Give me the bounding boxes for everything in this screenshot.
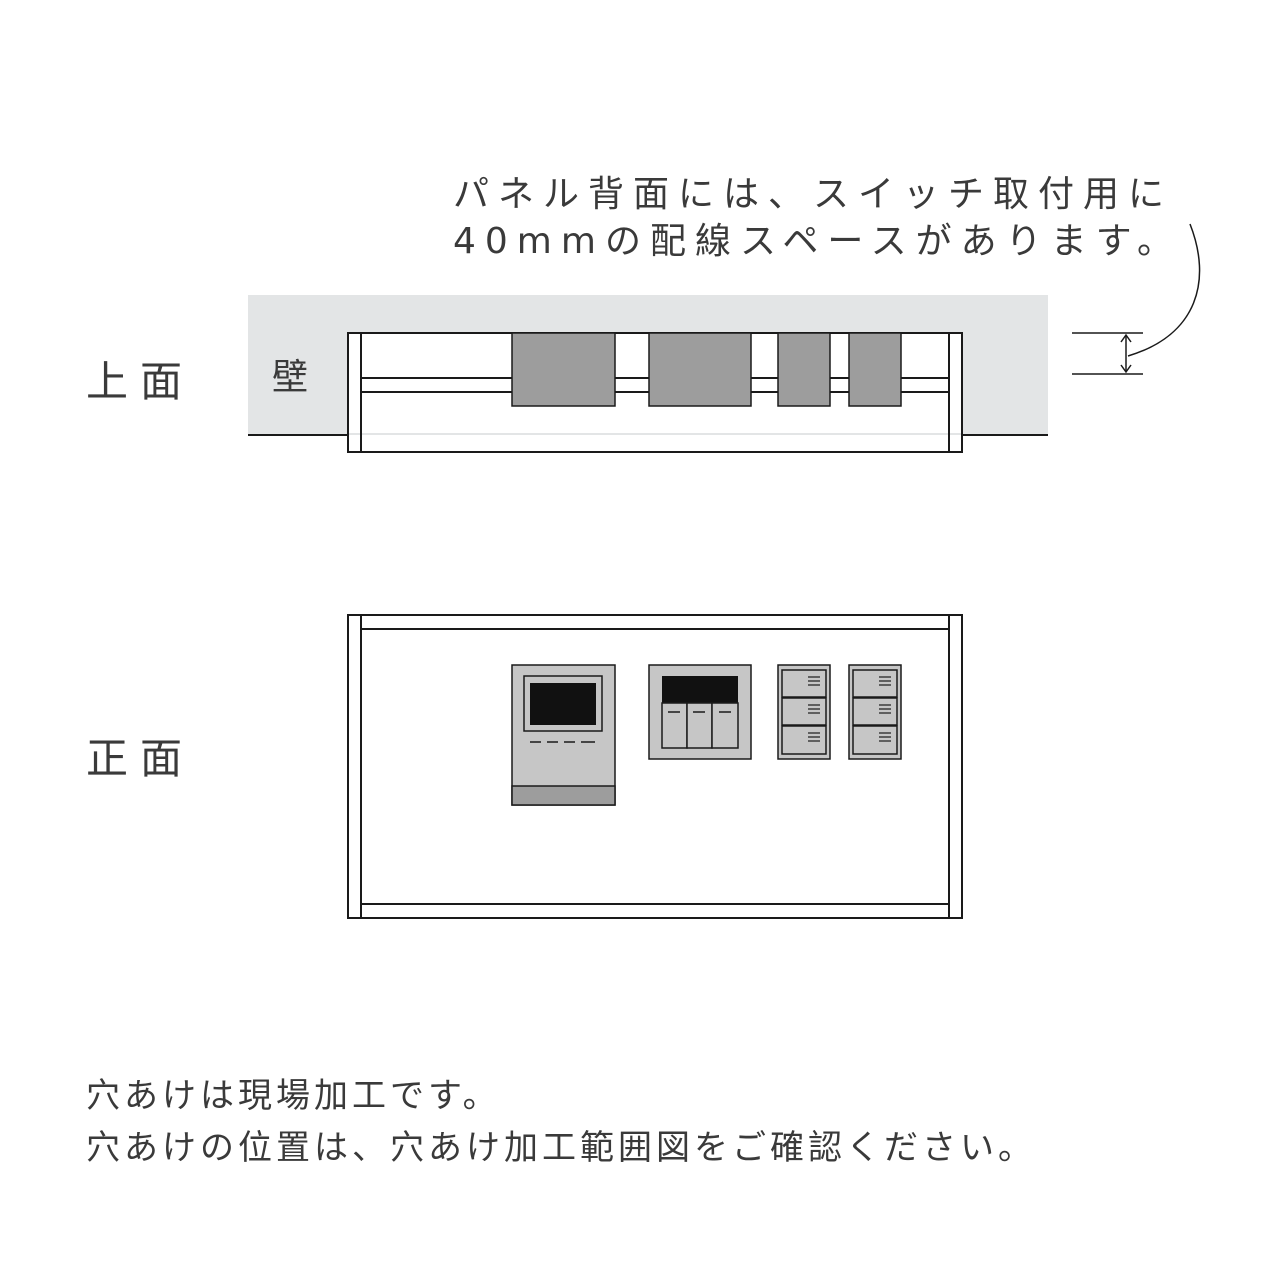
wiring-space-note-line-2: 40mmの配線スペースがあります。: [453, 221, 1183, 262]
switch-rocker: [781, 725, 827, 755]
controller-block-top: [648, 332, 752, 407]
switch-plate-2: [848, 664, 902, 760]
wiring-space-note-line-1: パネル背面には、スイッチ取付用に: [453, 174, 1174, 215]
controller-display: [662, 676, 738, 703]
controller-button-3: [711, 702, 739, 749]
front-view: [347, 614, 963, 919]
front-view-label: 正面: [86, 734, 195, 783]
switch-rocker: [781, 697, 827, 726]
top-view: [248, 223, 1201, 453]
controller-unit: [648, 664, 752, 760]
footer-note-line-2: 穴あけの位置は、穴あけ加工範囲図をご確認ください。: [86, 1128, 1036, 1168]
switch-rocker: [852, 697, 898, 726]
dimension-arrowhead-down: [1120, 364, 1132, 374]
switch-rocker: [852, 669, 898, 698]
top-view-label: 上面: [86, 357, 195, 406]
intercom-block-top: [511, 332, 616, 407]
intercom-monitor: [511, 664, 616, 806]
switch-rocker: [852, 725, 898, 755]
switch-block-top-2: [848, 332, 902, 407]
dimension-arrowhead-up: [1120, 333, 1132, 343]
callout-leader: [1127, 223, 1201, 357]
intercom-screen: [530, 683, 596, 725]
intercom-bottom-band: [511, 785, 616, 806]
controller-button-2: [686, 702, 713, 749]
switch-rocker: [781, 669, 827, 698]
switch-block-top-1: [777, 332, 831, 407]
controller-button-1: [661, 702, 688, 749]
footer-note-line-1: 穴あけは現場加工です。: [86, 1076, 501, 1116]
wall-label: 壁: [272, 357, 309, 398]
switch-plate-1: [777, 664, 831, 760]
panel-front-outline: [347, 614, 963, 919]
